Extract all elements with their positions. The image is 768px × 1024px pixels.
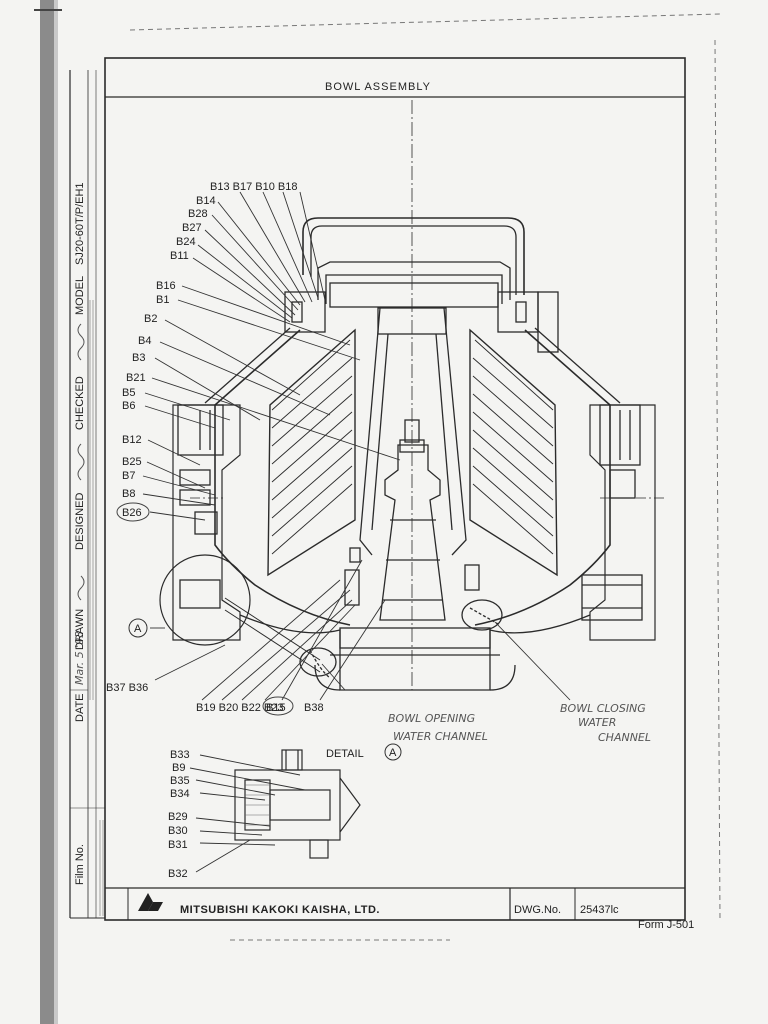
designed-signature [77,443,85,481]
detail-a-view [234,749,361,859]
model-value: SJ20-60T/P/EH1 [74,182,86,265]
label-b8: B8 [122,488,135,500]
checked-label: CHECKED [74,376,86,430]
label-detail: DETAIL [326,748,364,760]
label-a: A [134,623,142,635]
label-b3: B3 [132,352,145,364]
note-water-channel-opening: WATER CHANNEL [393,730,488,743]
leader-lines [142,191,571,701]
checked-signature [77,323,85,361]
label-b13-b17-b10-b18: B13 B17 B10 B18 [210,181,297,193]
handwritten-annotations: BOWL OPENING WATER CHANNEL BOWL CLOSING … [388,702,651,744]
drawn-label: DRAWN [74,609,86,650]
callout-labels: B13 B17 B10 B18 B14 B28 B27 B24 B11 B16 … [106,181,402,880]
drawing-frame [104,57,686,921]
label-b29: B29 [168,811,188,823]
drawn-signature [77,575,85,601]
company-name: MITSUBISHI KAKOKI KAISHA, LTD. [180,904,380,916]
label-b26: B26 [122,507,142,519]
company-logo [138,893,163,911]
b26-circle [116,502,150,522]
detail-a-circle-marker [384,743,402,761]
label-b4: B4 [138,335,151,347]
dwg-no-value: 25437lc [580,904,619,916]
label-b16: B16 [156,280,176,292]
detail-leaders [189,754,306,873]
label-b27: B27 [182,222,202,234]
label-b11: B11 [170,250,189,262]
label-b15: B15 [266,702,286,714]
label-b12: B12 [122,434,142,446]
form-ref: Form J-501 [638,919,694,931]
note-water-closing: WATER [578,716,616,729]
note-channel-closing: CHANNEL [598,731,651,744]
model-label: MODEL [74,276,86,315]
label-b30: B30 [168,825,188,837]
label-b33: B33 [170,749,190,761]
outer-border [129,13,721,941]
detail-a-marker [128,618,148,638]
label-b1: B1 [156,294,169,306]
label-detail-a: A [389,747,397,759]
dwg-no-label: DWG.No. [514,904,561,916]
label-b2: B2 [144,313,157,325]
label-b28: B28 [188,208,208,220]
label-b24: B24 [176,236,196,248]
label-b14: B14 [196,195,216,207]
note-bowl-closing: BOWL CLOSING [560,702,646,715]
label-b9: B9 [172,762,185,774]
date-value: Mar. 5 '93 [73,631,86,685]
binding-strip [40,0,54,1024]
drawing-title: BOWL ASSEMBLY [325,81,431,93]
label-b34: B34 [170,788,190,800]
label-b37-b36: B37 B36 [106,682,148,694]
date-label: DATE [74,693,86,722]
designed-label: DESIGNED [74,492,86,550]
label-b7: B7 [122,470,135,482]
film-no-label: Film No. [74,844,86,885]
label-b32: B32 [168,868,188,880]
b15-circle [262,696,294,716]
label-b25: B25 [122,456,142,468]
label-b21: B21 [126,372,146,384]
side-title-block [69,70,105,919]
label-b38: B38 [304,702,324,714]
label-b19-b20-b22-b23: B19 B20 B22 B23 [196,702,283,714]
label-b31: B31 [168,839,188,851]
label-b6: B6 [122,400,135,412]
note-bowl-opening: BOWL OPENING [388,712,475,725]
label-b35: B35 [170,775,190,787]
bowl-cross-section [159,100,665,691]
label-b5: B5 [122,387,135,399]
